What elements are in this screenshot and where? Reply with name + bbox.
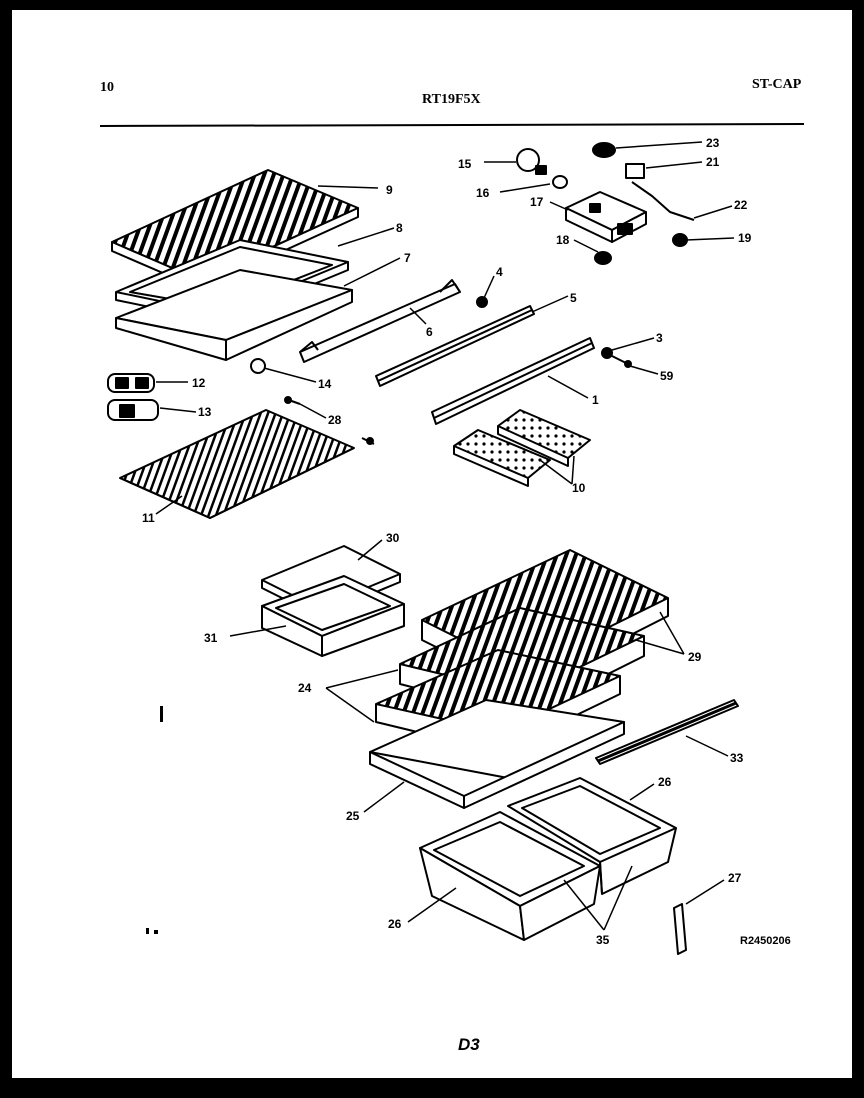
callout-7: 7: [404, 251, 411, 265]
callout-12: 12: [192, 376, 206, 390]
part-26-pan-left: [419, 811, 601, 941]
callout-17: 17: [530, 195, 544, 209]
page-code: D3: [458, 1035, 480, 1054]
callout-15: 15: [458, 157, 472, 171]
callout-16: 16: [476, 186, 490, 200]
callout-3: 3: [656, 331, 663, 345]
part-5-rail: [375, 305, 535, 387]
callout-labels: 9 8 7 6 5 4 3 59 1 12 13 14 28 11 10 15 …: [142, 136, 791, 1054]
callout-26-right: 26: [658, 775, 672, 789]
callout-22: 22: [734, 198, 748, 212]
part-33-strip: [595, 699, 739, 765]
callout-33: 33: [730, 751, 744, 765]
part-27-pin: [673, 903, 687, 955]
section-code: ST-CAP: [752, 77, 802, 92]
callout-6: 6: [426, 325, 433, 339]
part-4-nut: [476, 296, 488, 308]
part-26-pan-right: [507, 777, 677, 895]
part-21-switch: [625, 163, 695, 221]
part-23-knob: [592, 142, 616, 158]
part-7-pan: [115, 269, 353, 361]
callout-13: 13: [198, 405, 212, 419]
reference-code: R2450206: [740, 935, 791, 947]
callout-14: 14: [318, 377, 332, 391]
part-12-clip: [107, 373, 155, 393]
callout-11: 11: [142, 511, 155, 525]
callout-18: 18: [556, 233, 570, 247]
part-18-knob: [594, 251, 612, 265]
callout-26-left: 26: [388, 917, 402, 931]
leader-lines: [155, 141, 735, 931]
part-6-bracket: [299, 279, 461, 363]
callout-24: 24: [298, 681, 312, 695]
callout-21: 21: [706, 155, 720, 169]
callout-35: 35: [596, 933, 610, 947]
part-17-housing: [565, 191, 647, 243]
part-16-shield: [552, 175, 568, 189]
callout-5: 5: [570, 291, 577, 305]
part-28-pegs: [284, 396, 375, 445]
part-3-washer: [601, 347, 613, 359]
header-rule: [99, 123, 805, 127]
part-1-rail: [431, 337, 595, 425]
part-19-screw: [672, 233, 688, 247]
callout-27: 27: [728, 871, 742, 885]
callout-59: 59: [660, 369, 674, 383]
callout-23: 23: [706, 136, 720, 150]
callout-19: 19: [738, 231, 752, 245]
callout-8: 8: [396, 221, 403, 235]
part-11-wire-shelf: [119, 409, 355, 519]
drawing-sheet: [12, 10, 852, 1078]
part-13-clip: [107, 399, 159, 421]
callout-4: 4: [496, 265, 503, 279]
part-15-bulb: [516, 148, 547, 175]
callout-25: 25: [346, 809, 360, 823]
callout-29: 29: [688, 650, 702, 664]
model-number: RT19F5X: [422, 92, 481, 107]
part-59-screw: [611, 355, 632, 368]
callout-1: 1: [592, 393, 599, 407]
callout-31: 31: [204, 631, 218, 645]
part-10-ice-trays: [453, 409, 591, 487]
part-25-panel: [369, 699, 625, 809]
callout-9: 9: [386, 183, 393, 197]
page-number: 10: [100, 80, 114, 95]
part-31-drawer: [261, 575, 405, 657]
part-14-knob: [250, 358, 266, 374]
callout-28: 28: [328, 413, 342, 427]
callout-30: 30: [386, 531, 400, 545]
callout-10: 10: [572, 481, 586, 495]
